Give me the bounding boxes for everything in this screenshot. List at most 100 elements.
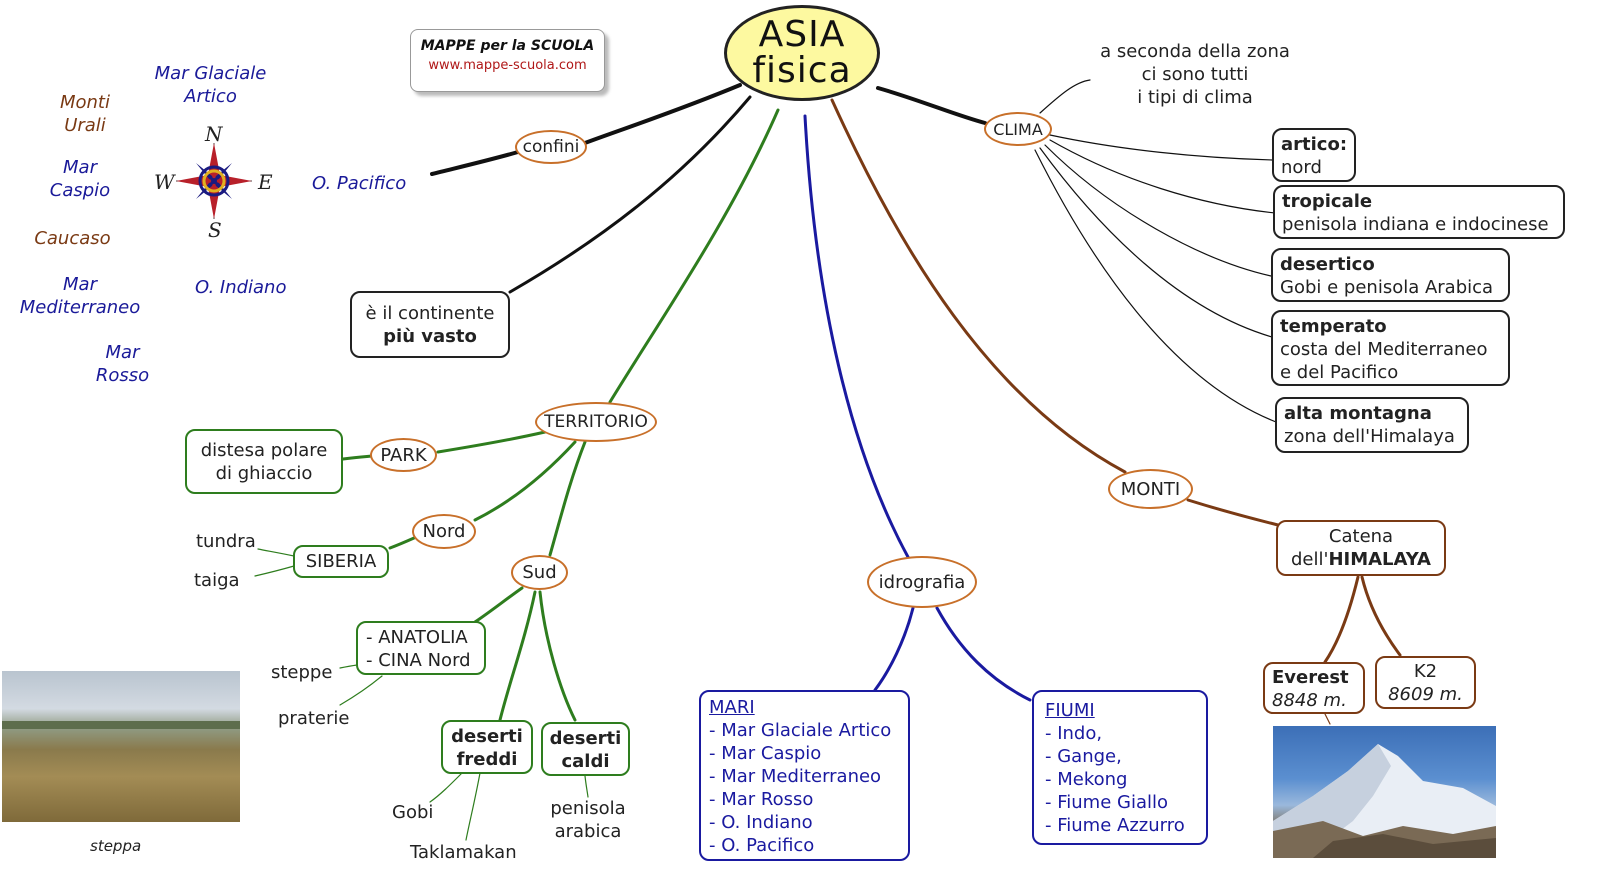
node-siberia[interactable]: SIBERIA [293,545,389,578]
label-o-indiano: O. Indiano [195,277,287,298]
line-title-idrografia [803,114,910,559]
clima-name: tropicale [1282,191,1373,212]
penisola-line: penisola [550,798,626,819]
label-o-pacifico: O. Pacifico [312,173,407,194]
steppa-horizon [2,721,240,729]
line-monti-himalaya [1186,498,1280,527]
node-park[interactable]: PARK [370,438,437,472]
line-freddi-gobi [429,772,463,803]
label-caucaso: Caucaso [34,228,111,249]
fiumi-item: - Mekong [1045,769,1128,790]
title-line2: fisica [752,50,852,91]
himalaya-prefix: dell' [1291,549,1329,570]
node-fiumi[interactable]: FIUMI - Indo, - Gange, - Mekong - Fiume … [1032,690,1208,845]
line-sud-freddi [498,590,537,722]
label-line: Caspio [49,180,111,201]
node-deserti-freddi[interactable]: deserti freddi [441,720,533,774]
node-idrografia[interactable]: idrografia [867,556,977,608]
node-sud[interactable]: Sud [511,555,568,590]
clima-note-line: i tipi di clima [1137,87,1253,108]
line-anatolia-praterie [339,675,383,706]
node-clima-desertico[interactable]: desertico Gobi e penisola Arabica [1271,248,1510,302]
mari-item: - Mar Caspio [709,743,822,764]
line-title-clima [876,86,987,125]
node-clima-temperato[interactable]: temperato costa del Mediterraneo e del P… [1271,310,1510,386]
clima-desc: costa del Mediterraneo [1280,339,1488,360]
clima-name: artico: [1281,134,1348,155]
node-nord[interactable]: Nord [412,514,476,549]
caption-steppa: steppa [90,837,142,855]
distesa-line: distesa polare [200,440,328,461]
brand-url[interactable]: www.mappe-scuola.com [428,58,587,73]
node-k2[interactable]: K2 8609 m. [1375,656,1476,709]
brand-name: MAPPE per la SCUOLA [420,38,595,54]
node-clima-montagna[interactable]: alta montagna zona dell'Himalaya [1275,397,1469,453]
label-penisola-arabica: penisola arabica [545,797,631,843]
label-taiga: taiga [194,570,240,591]
label-line: Rosso [95,365,150,386]
line-caldi-penisola [584,775,589,798]
mari-item: - Mar Glaciale Artico [709,720,892,741]
line-sud-anatolia [473,586,524,624]
line-title-monti [830,98,1127,474]
everest-photo [1273,726,1496,858]
continente-line1: è il continente [365,303,495,324]
label-gobi: Gobi [392,802,434,823]
k2-height: 8609 m. [1388,684,1463,705]
compass-north: N [205,122,223,146]
node-mari[interactable]: MARI - Mar Glaciale Artico - Mar Caspio … [699,690,910,861]
line-idrografia-mari [873,606,915,692]
node-deserti-caldi[interactable]: deserti caldi [541,722,630,776]
node-himalaya[interactable]: Catena dell'HIMALAYA [1276,520,1446,576]
node-territorio[interactable]: TERRITORIO [535,402,657,442]
everest-name: Everest [1272,667,1349,688]
line-nord-siberia [388,536,416,550]
node-clima[interactable]: CLIMA [984,112,1052,146]
line-title-confini [583,83,742,145]
node-anatolia[interactable]: - ANATOLIA - CINA Nord [356,621,486,675]
node-monti[interactable]: MONTI [1108,469,1193,509]
line-anatolia-steppe [339,664,358,669]
line-siberia-tundra [257,548,295,557]
node-clima-artico[interactable]: artico: nord [1272,128,1356,182]
caldi-line: caldi [561,751,610,772]
clima-note-line: ci sono tutti [1141,64,1249,85]
node-distesa[interactable]: distesa polare di ghiaccio [185,429,343,494]
compass-south: S [208,218,222,242]
label-line: Mar [63,274,97,295]
label-line: Mediterraneo [19,297,141,318]
line-sud-caldi [538,590,577,722]
steppa-photo [2,671,240,822]
line-clima-tropicale [1049,139,1276,214]
label-taklamakan: Taklamakan [410,842,517,863]
node-continente[interactable]: è il continente più vasto [350,291,510,358]
node-confini[interactable]: confini [515,130,587,164]
node-clima-tropicale[interactable]: tropicale penisola indiana e indocinese [1273,185,1565,239]
line-confini-pacifico [430,150,520,176]
continente-line2: più vasto [383,326,477,347]
clima-desc: zona dell'Himalaya [1284,426,1455,447]
compass-rose-icon [176,143,252,219]
mari-item: - Mar Rosso [709,789,814,810]
line-clima-temperato [1039,147,1273,338]
clima-desc: e del Pacifico [1280,362,1399,383]
penisola-line: arabica [554,821,622,842]
clima-desc: nord [1281,157,1322,178]
label-praterie: praterie [278,708,350,729]
label-line: Artico [184,86,237,107]
node-everest[interactable]: Everest 8848 m. [1263,662,1365,714]
fiumi-heading: FIUMI [1045,700,1095,721]
mari-heading: MARI [709,697,755,718]
brand-box[interactable]: MAPPE per la SCUOLA www.mappe-scuola.com [410,29,605,92]
line-park-distesa [341,454,374,461]
fiumi-item: - Indo, [1045,723,1103,744]
everest-mountain-icon [1273,744,1496,858]
line-himalaya-k2 [1360,575,1402,657]
label-mar-glaciale: Mar Glaciale Artico [148,62,273,108]
himalaya-name: HIMALAYA [1328,549,1431,570]
label-line: Urali [64,115,106,136]
mari-item: - Mar Mediterraneo [709,766,882,787]
label-line: Monti [59,92,110,113]
fiumi-item: - Fiume Azzurro [1045,815,1185,836]
